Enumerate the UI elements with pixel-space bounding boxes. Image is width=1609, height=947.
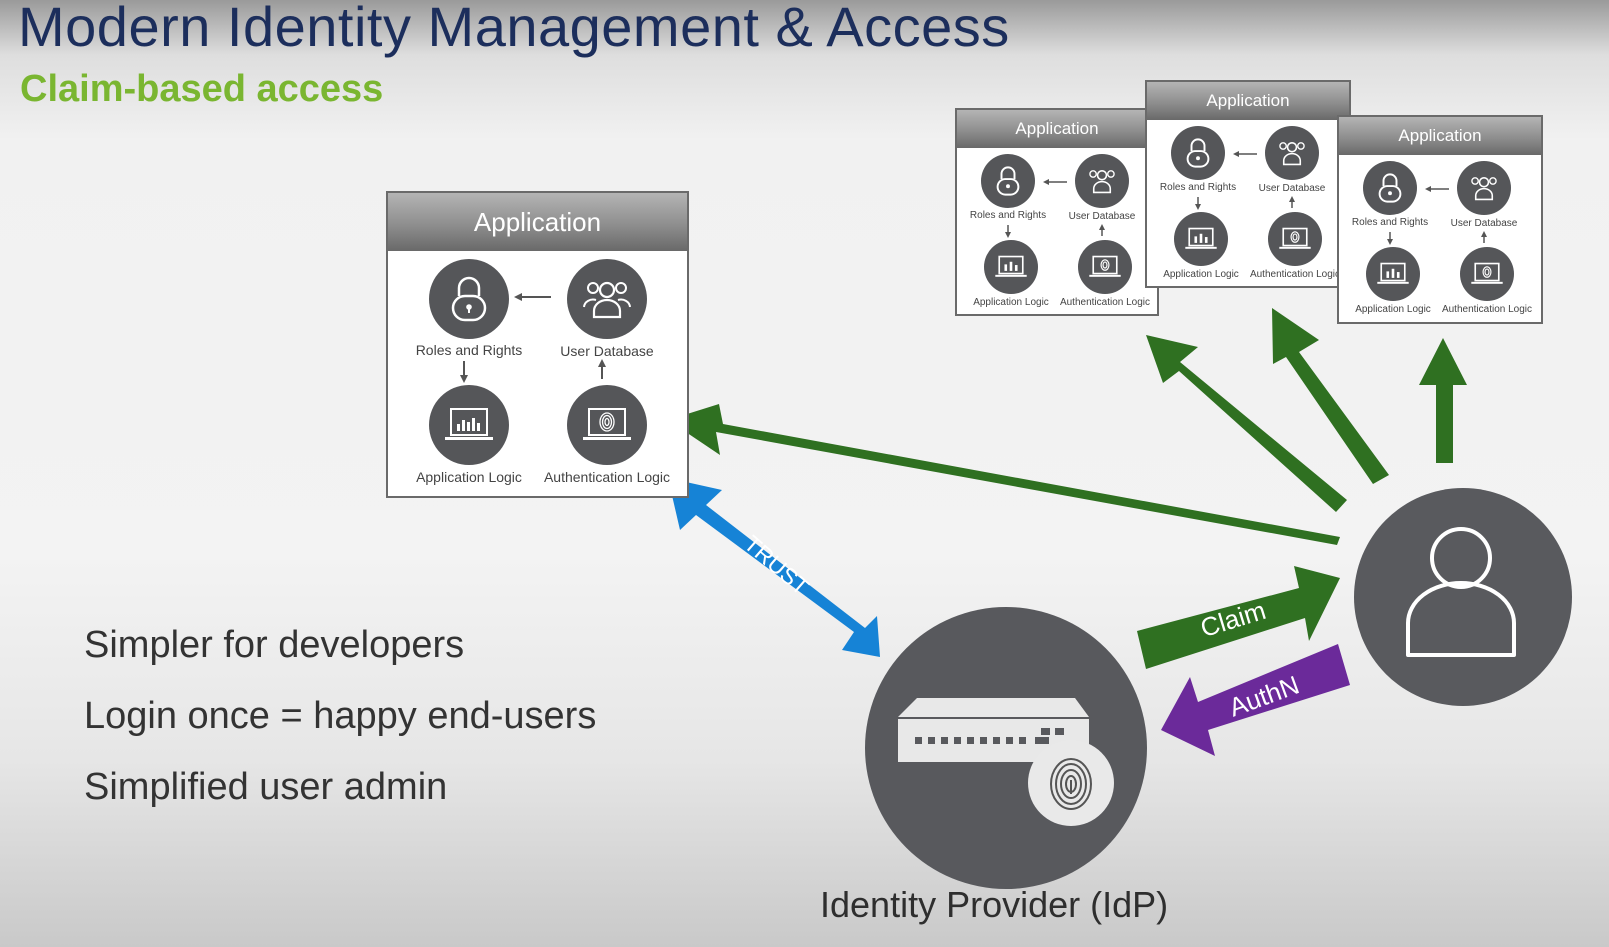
application-logic: Application Logic bbox=[963, 240, 1059, 308]
roles-and-rights: Roles and Rights bbox=[406, 259, 532, 358]
application-card-title: Application bbox=[1147, 82, 1349, 120]
claim-arrow-to-app2 bbox=[1272, 308, 1389, 484]
roles-and-rights: Roles and Rights bbox=[963, 154, 1053, 221]
application-logic: Application Logic bbox=[1153, 212, 1249, 280]
roles-and-rights: Roles and Rights bbox=[1153, 126, 1243, 193]
claim-arrow-to-app1 bbox=[1146, 335, 1347, 512]
benefit-item: Simplified user admin bbox=[84, 766, 448, 808]
component-arrows bbox=[1195, 151, 1295, 210]
application-logic: Application Logic bbox=[1345, 247, 1441, 315]
application-logic: Application Logic bbox=[406, 385, 532, 485]
auth-label: Authentication Logic bbox=[543, 469, 671, 485]
analytics-laptop-icon bbox=[1366, 247, 1420, 301]
auth-label: Authentication Logic bbox=[1441, 304, 1533, 315]
component-arrows bbox=[1387, 186, 1487, 245]
user-icon bbox=[1406, 527, 1516, 657]
roles-label: Roles and Rights bbox=[969, 210, 1047, 221]
authentication-logic: Authentication Logic bbox=[1437, 247, 1537, 315]
lock-icon bbox=[429, 259, 509, 339]
authentication-logic: Authentication Logic bbox=[536, 385, 678, 485]
application-card-1: Application Roles and Rights User Databa… bbox=[955, 108, 1159, 316]
roles-and-rights: Roles and Rights bbox=[1345, 161, 1435, 228]
logic-label: Application Logic bbox=[973, 297, 1049, 308]
lock-icon bbox=[1171, 126, 1225, 180]
roles-label: Roles and Rights bbox=[1159, 182, 1237, 193]
benefit-item: Simpler for developers bbox=[84, 624, 465, 666]
roles-label: Roles and Rights bbox=[415, 342, 523, 358]
users-label: User Database bbox=[560, 343, 654, 359]
application-card-title: Application bbox=[957, 110, 1157, 148]
application-card-2: Application Roles and Rights User Databa… bbox=[1145, 80, 1351, 288]
component-arrows bbox=[460, 293, 606, 383]
benefit-item: Login once = happy end-users bbox=[84, 695, 597, 737]
identity-provider-label: Identity Provider (IdP) bbox=[820, 884, 1169, 925]
users-label: User Database bbox=[1258, 183, 1326, 194]
fingerprint-icon bbox=[1050, 758, 1092, 810]
fingerprint-laptop-icon bbox=[1078, 240, 1132, 294]
identity-provider-circle bbox=[865, 607, 1147, 889]
fingerprint-laptop-icon bbox=[1268, 212, 1322, 266]
application-card-title: Application bbox=[388, 193, 687, 251]
auth-label: Authentication Logic bbox=[1249, 269, 1341, 280]
auth-label: Authentication Logic bbox=[1059, 297, 1151, 308]
logic-label: Application Logic bbox=[416, 469, 522, 485]
logic-label: Application Logic bbox=[1355, 304, 1431, 315]
user-database: User Database bbox=[1439, 161, 1529, 229]
lock-icon bbox=[981, 154, 1035, 208]
claim-arrow-to-app3 bbox=[1419, 338, 1467, 463]
users-icon bbox=[1457, 161, 1511, 215]
analytics-laptop-icon bbox=[429, 385, 509, 465]
users-label: User Database bbox=[1068, 211, 1136, 222]
analytics-laptop-icon bbox=[1174, 212, 1228, 266]
authentication-logic: Authentication Logic bbox=[1055, 240, 1155, 308]
roles-label: Roles and Rights bbox=[1351, 217, 1429, 228]
lock-icon bbox=[1363, 161, 1417, 215]
fingerprint-badge bbox=[1028, 740, 1114, 826]
fingerprint-laptop-icon bbox=[567, 385, 647, 465]
claim-arrow bbox=[1137, 566, 1340, 669]
claim-arrow-to-app bbox=[668, 404, 1340, 545]
application-card-title: Application bbox=[1339, 117, 1541, 155]
logic-label: Application Logic bbox=[1163, 269, 1239, 280]
page-title: Modern Identity Management & Access bbox=[18, 0, 1010, 58]
trust-arrow bbox=[668, 478, 880, 657]
page-subtitle: Claim-based access bbox=[20, 68, 384, 110]
application-card-main: Application Roles and Rights User Databa… bbox=[386, 191, 689, 498]
user-circle bbox=[1354, 488, 1572, 706]
user-database: User Database bbox=[1247, 126, 1337, 194]
users-icon bbox=[567, 259, 647, 339]
component-arrows bbox=[1005, 179, 1105, 238]
authentication-logic: Authentication Logic bbox=[1245, 212, 1345, 280]
analytics-laptop-icon bbox=[984, 240, 1038, 294]
users-icon bbox=[1075, 154, 1129, 208]
server-icon bbox=[898, 698, 1089, 762]
benefits-list: Simpler for developers Login once = happ… bbox=[84, 622, 596, 835]
authn-arrow bbox=[1161, 644, 1350, 756]
application-card-3: Application Roles and Rights User Databa… bbox=[1337, 115, 1543, 324]
users-label: User Database bbox=[1450, 218, 1518, 229]
user-database: User Database bbox=[544, 259, 670, 359]
user-database: User Database bbox=[1057, 154, 1147, 222]
users-icon bbox=[1265, 126, 1319, 180]
fingerprint-laptop-icon bbox=[1460, 247, 1514, 301]
